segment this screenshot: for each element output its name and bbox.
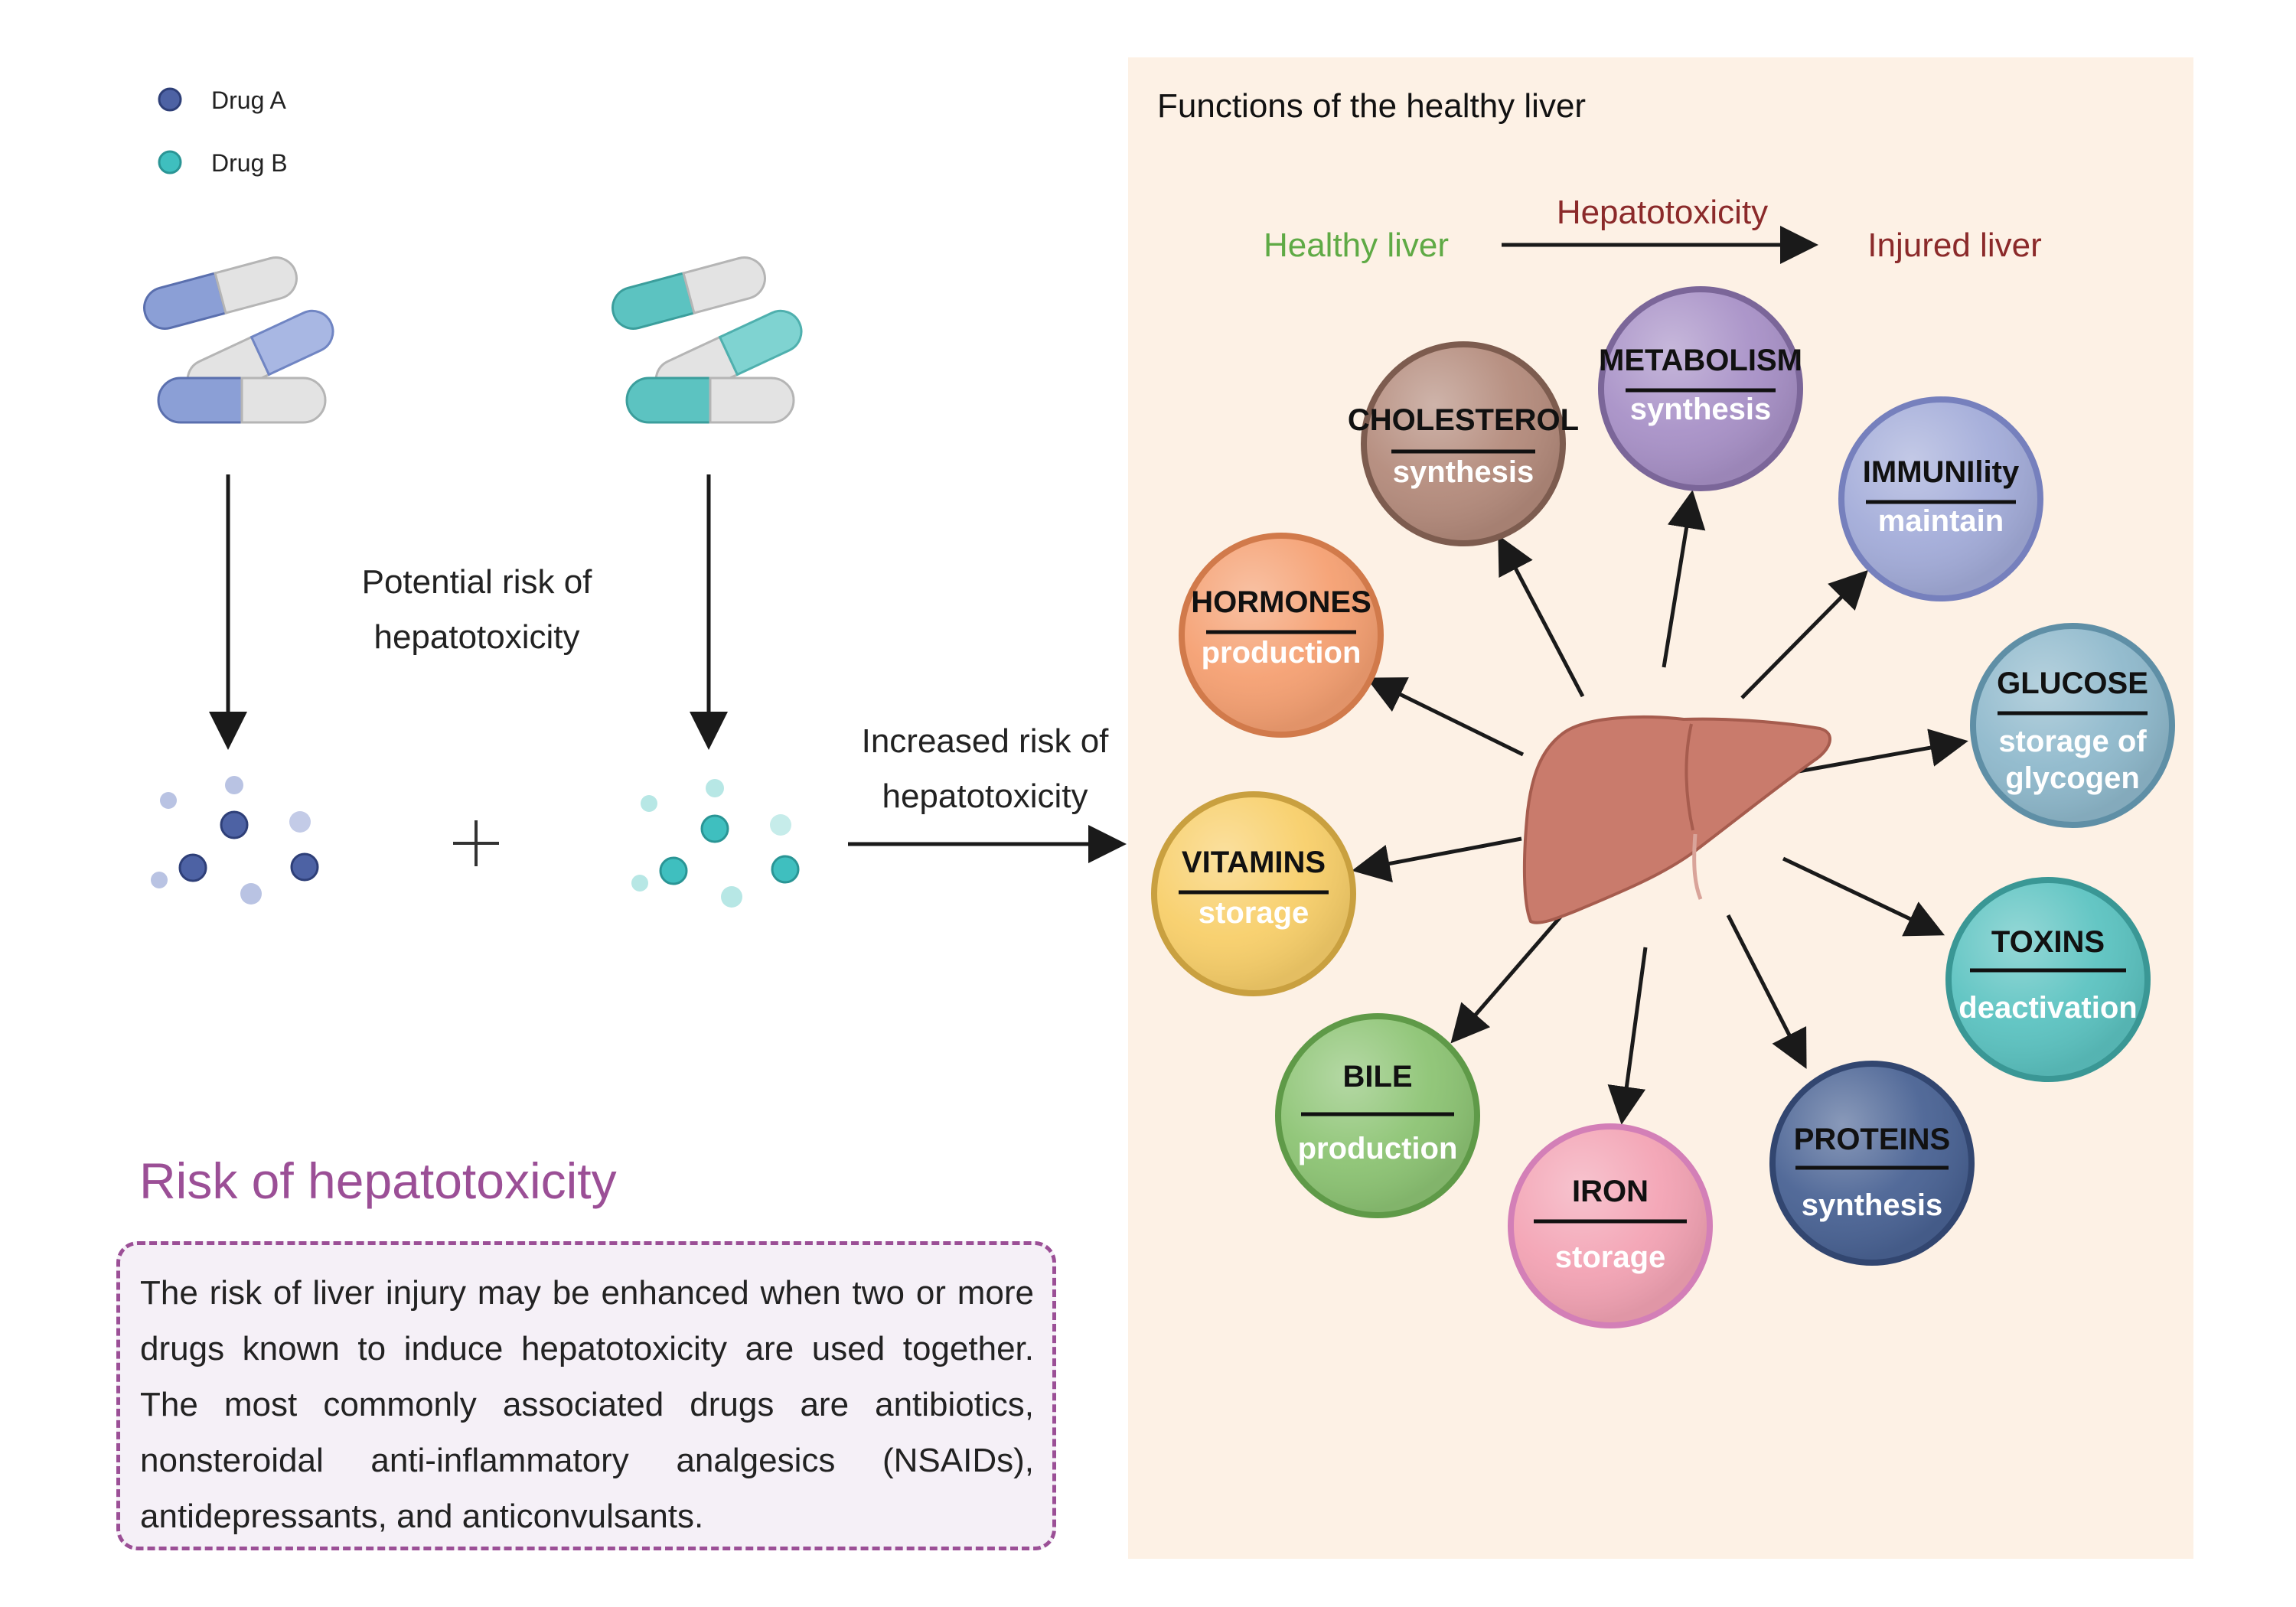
arrow-to-cholesterol [1498, 535, 1585, 698]
increased-risk-label-line2: hepatotoxicity [882, 777, 1088, 815]
function-arrows [1352, 490, 1968, 1125]
plus-icon [453, 820, 499, 866]
toxins-subtitle: deactivation [1958, 991, 2137, 1025]
cholesterol-title: CHOLESTEROL [1348, 403, 1579, 437]
arrow-to-toxins [1782, 856, 1945, 937]
arrow-to-metabolism [1662, 490, 1706, 668]
potential-risk-label-line1: Potential risk of [362, 563, 593, 601]
iron-subtitle: storage [1555, 1240, 1666, 1274]
arrow-to-iron [1607, 947, 1648, 1125]
risk-description-box: The risk of liver injury may be enhanced… [116, 1241, 1056, 1550]
arrow-to-immunity [1740, 569, 1869, 699]
drug-b-swatch [158, 150, 182, 174]
arrow-to-proteins [1726, 914, 1807, 1069]
proteins-title: PROTEINS [1794, 1123, 1950, 1156]
function-cholesterol: CHOLESTEROL synthesis [1348, 341, 1579, 546]
glucose-subtitle-line2: glycogen [2005, 761, 2140, 795]
glucose-title: GLUCOSE [1997, 667, 2148, 700]
drug-a-particles [151, 776, 319, 905]
hormones-title: HORMONES [1191, 585, 1371, 619]
bile-subtitle: production [1298, 1132, 1458, 1165]
panel-title: Functions of the healthy liver [1157, 87, 1586, 125]
arrow-to-glucose [1798, 729, 1968, 774]
iron-title: IRON [1572, 1175, 1649, 1208]
bile-title: BILE [1342, 1060, 1412, 1094]
function-immunity: IMMUNIlity maintain [1838, 396, 2043, 601]
hepatotoxicity-arrow-label: Hepatotoxicity [1557, 194, 1768, 231]
function-proteins: PROTEINS synthesis [1769, 1061, 1975, 1266]
hormones-subtitle: production [1202, 636, 1362, 670]
risk-description-text: The risk of liver injury may be enhanced… [140, 1274, 1034, 1535]
drug-b-particles [631, 779, 800, 908]
function-iron: IRON storage [1508, 1123, 1713, 1328]
potential-risk-label-line2: hepatotoxicity [373, 618, 579, 656]
healthy-liver-label: Healthy liver [1264, 227, 1449, 264]
increased-risk-label-line1: Increased risk of [862, 722, 1110, 760]
cholesterol-subtitle: synthesis [1393, 455, 1534, 489]
drug-a-capsules-icon [143, 256, 334, 424]
function-vitamins: VITAMINS storage [1151, 791, 1356, 996]
function-metabolism: METABOLISM synthesis [1598, 286, 1803, 491]
arrow-to-vitamins [1352, 836, 1522, 883]
drug-b-capsules-icon [612, 256, 803, 424]
liver-icon [1522, 715, 1831, 924]
function-glucose: GLUCOSE storage of glycogen [1970, 623, 2175, 828]
risk-title: Risk of hepatotoxicity [139, 1152, 617, 1209]
arrow-to-hormones [1366, 677, 1525, 757]
vitamins-subtitle: storage [1199, 896, 1309, 930]
immunity-subtitle: maintain [1878, 504, 2004, 538]
injured-liver-label: Injured liver [1867, 227, 2041, 264]
vitamins-title: VITAMINS [1182, 846, 1326, 879]
immunity-title: IMMUNIlity [1863, 455, 2020, 489]
drug-b-label: Drug B [211, 149, 288, 177]
toxins-title: TOXINS [1991, 925, 2105, 959]
proteins-subtitle: synthesis [1802, 1188, 1943, 1222]
drug-a-swatch [158, 87, 182, 112]
legend: Drug A Drug B [158, 86, 288, 177]
drug-a-label: Drug A [211, 86, 286, 114]
function-bile: BILE production [1275, 1013, 1480, 1218]
arrow-to-bile [1450, 909, 1567, 1044]
function-hormones: HORMONES production [1179, 533, 1384, 738]
function-toxins: TOXINS deactivation [1945, 877, 2151, 1082]
metabolism-title: METABOLISM [1599, 344, 1802, 377]
metabolism-subtitle: synthesis [1630, 393, 1772, 426]
glucose-subtitle-line1: storage of [1998, 725, 2147, 758]
